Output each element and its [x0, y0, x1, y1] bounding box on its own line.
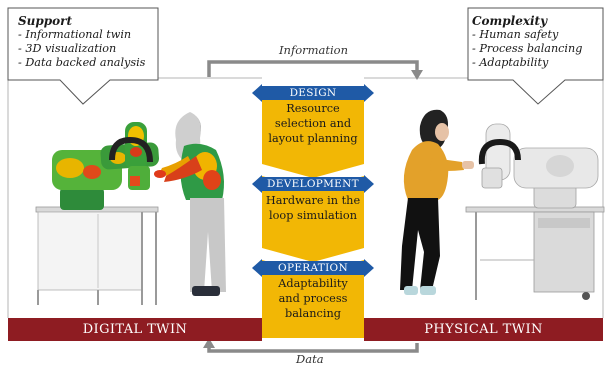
stage-text-line: selection and	[274, 117, 352, 130]
complexity-item: - Human safety	[472, 28, 559, 41]
stage-operation-title: OPERATION	[262, 261, 364, 275]
stage-operation-text: Adaptability and process balancing	[262, 276, 364, 321]
workbench-right-icon	[465, 206, 605, 300]
robot-arm-heatmap-icon	[52, 122, 159, 210]
support-item: - Informational twin	[18, 28, 132, 41]
complexity-item: - Adaptability	[472, 56, 549, 69]
support-callout: Support - Informational twin - 3D visual…	[18, 14, 145, 70]
stage-arrow-heads	[252, 84, 374, 277]
lifecycle-column	[262, 90, 364, 338]
human-worker-icon	[400, 109, 474, 295]
stage-text-line: Resource	[286, 102, 340, 115]
information-arrow	[207, 60, 419, 77]
stage-text-line: layout planning	[268, 132, 358, 145]
complexity-title: Complexity	[472, 14, 548, 28]
stage-design-title: DESIGN	[262, 86, 364, 100]
stage-text-line: Hardware in the	[265, 194, 361, 207]
information-label: Information	[279, 43, 349, 57]
digital-twin-banner: DIGITAL TWIN	[8, 318, 262, 341]
complexity-item: - Process balancing	[472, 42, 583, 55]
physical-twin-banner: PHYSICAL TWIN	[364, 318, 603, 341]
support-item: - 3D visualization	[18, 42, 117, 55]
stage-design-text: Resource selection and layout planning	[262, 101, 364, 146]
complexity-callout: Complexity - Human safety - Process bala…	[472, 14, 582, 70]
complexity-callout-box	[467, 7, 604, 105]
human-figure-heatmap-icon	[154, 112, 226, 296]
stage-development-title: DEVELOPMENT	[262, 177, 364, 191]
support-callout-box	[7, 7, 159, 105]
stage-text-line: balancing	[284, 307, 342, 320]
stage-text-line: Adaptability	[278, 277, 348, 290]
stage-text-line: loop simulation	[268, 209, 357, 222]
data-label: Data	[296, 352, 324, 366]
robot-arm-physical-icon	[478, 123, 599, 209]
support-item: - Data backed analysis	[18, 56, 146, 69]
data-arrow	[207, 343, 419, 353]
stage-development-text: Hardware in the loop simulation	[262, 193, 364, 223]
workbench-left-icon	[35, 206, 159, 305]
stage-text-line: and process	[278, 292, 348, 305]
support-title: Support	[18, 14, 73, 28]
